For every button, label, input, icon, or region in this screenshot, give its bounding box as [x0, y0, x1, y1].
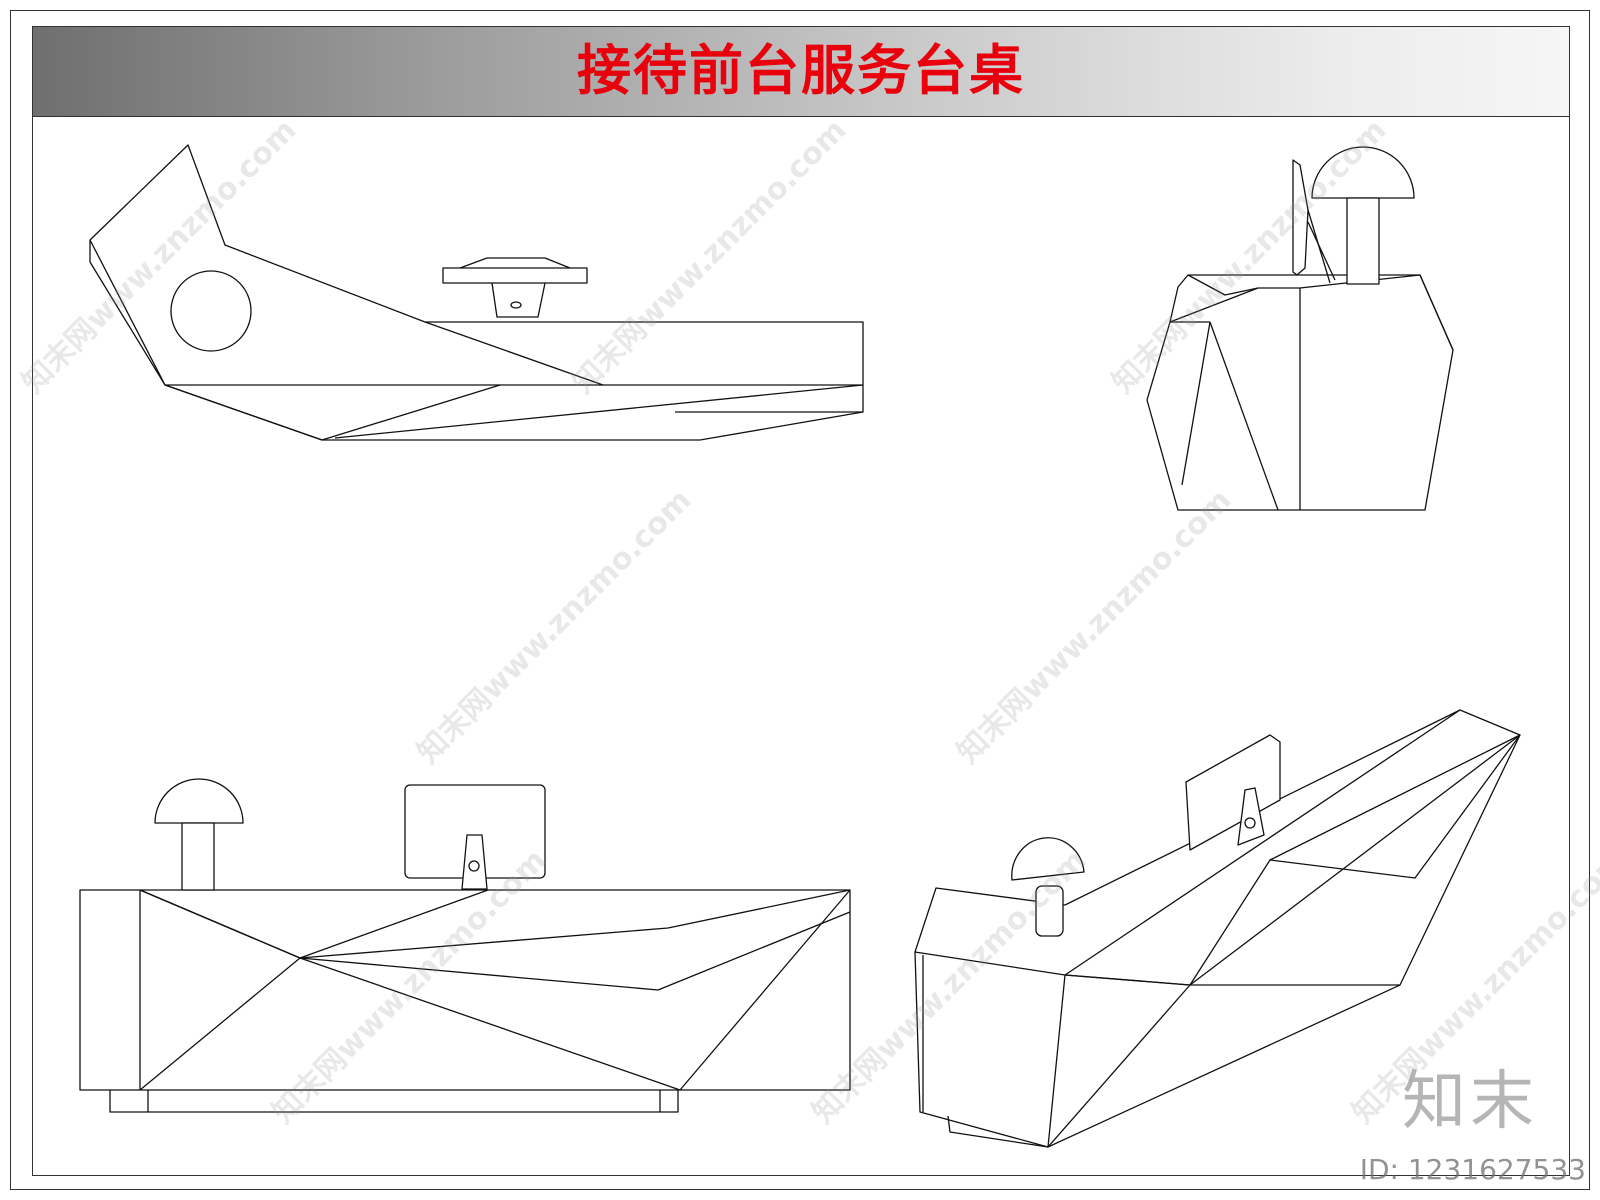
side-desk-top-line: [1187, 274, 1421, 296]
desk-top-facet-line: [164, 384, 323, 441]
persp-base: [947, 1115, 1049, 1148]
persp-facet-line: [1064, 974, 1191, 986]
persp-facet-line: [1269, 734, 1521, 879]
persp-lamp-shade: [1011, 837, 1085, 881]
side-monitor-stand: [1307, 221, 1336, 281]
outer-frame: [10, 10, 1590, 1190]
image-id-label: ID: 1231627533: [1359, 1153, 1586, 1186]
persp-lamp-pole: [1035, 885, 1064, 937]
monitor-top-base: [459, 257, 571, 269]
side-lamp-pole: [1346, 197, 1380, 285]
front-facet-line: [139, 889, 301, 1091]
persp-monitor-hole: [1244, 817, 1256, 829]
side-desk-facet-line: [1209, 321, 1279, 511]
front-monitor-stand: [461, 834, 488, 890]
front-facet-line: [139, 889, 489, 959]
front-desk-base: [109, 1090, 679, 1113]
page-title: 接待前台服务台桌: [577, 39, 1025, 102]
front-facet-line: [299, 889, 851, 959]
monitor-top-outline: [442, 267, 588, 284]
side-desk-outline: [1146, 274, 1454, 511]
persp-facet-line: [1047, 984, 1191, 1148]
side-monitor-screen: [1292, 159, 1309, 276]
front-monitor-hole: [468, 860, 480, 872]
desk-top-facet-line: [334, 384, 864, 439]
front-lamp-shade: [154, 778, 244, 824]
top-view-drawing: [89, 144, 864, 441]
title-banner: 接待前台服务台桌: [33, 27, 1569, 117]
front-view-drawing: [79, 778, 851, 1113]
side-desk-facet-line: [1181, 321, 1211, 486]
monitor-top-hole: [510, 301, 522, 309]
front-desk-outline: [79, 889, 851, 1091]
desk-top-facet-line: [424, 321, 604, 386]
desk-top-outline: [89, 144, 864, 441]
persp-monitor-screen: [1185, 734, 1281, 851]
persp-desk-corner-line: [1047, 974, 1066, 1148]
lamp-top-circle: [170, 270, 252, 352]
side-desk-facet-line: [1419, 274, 1454, 351]
drawing-sheet: 接待前台服务台桌: [32, 26, 1570, 1176]
perspective-view-drawing: [914, 709, 1521, 1148]
desk-top-facet-line: [321, 384, 501, 441]
side-desk-facet-line: [1169, 287, 1259, 323]
front-lamp-pole: [181, 822, 215, 891]
side-view-drawing: [1146, 146, 1454, 511]
persp-monitor-stand: [1237, 787, 1265, 846]
brand-logo: 知末: [1402, 1065, 1538, 1139]
front-facet-line: [299, 957, 681, 1091]
monitor-top-stand: [491, 282, 546, 318]
side-monitor-stand: [1307, 209, 1331, 284]
side-lamp-shade: [1311, 146, 1415, 199]
desk-top-left-edge: [89, 240, 166, 386]
front-facet-line: [299, 911, 851, 991]
persp-facet-line: [1064, 734, 1521, 986]
